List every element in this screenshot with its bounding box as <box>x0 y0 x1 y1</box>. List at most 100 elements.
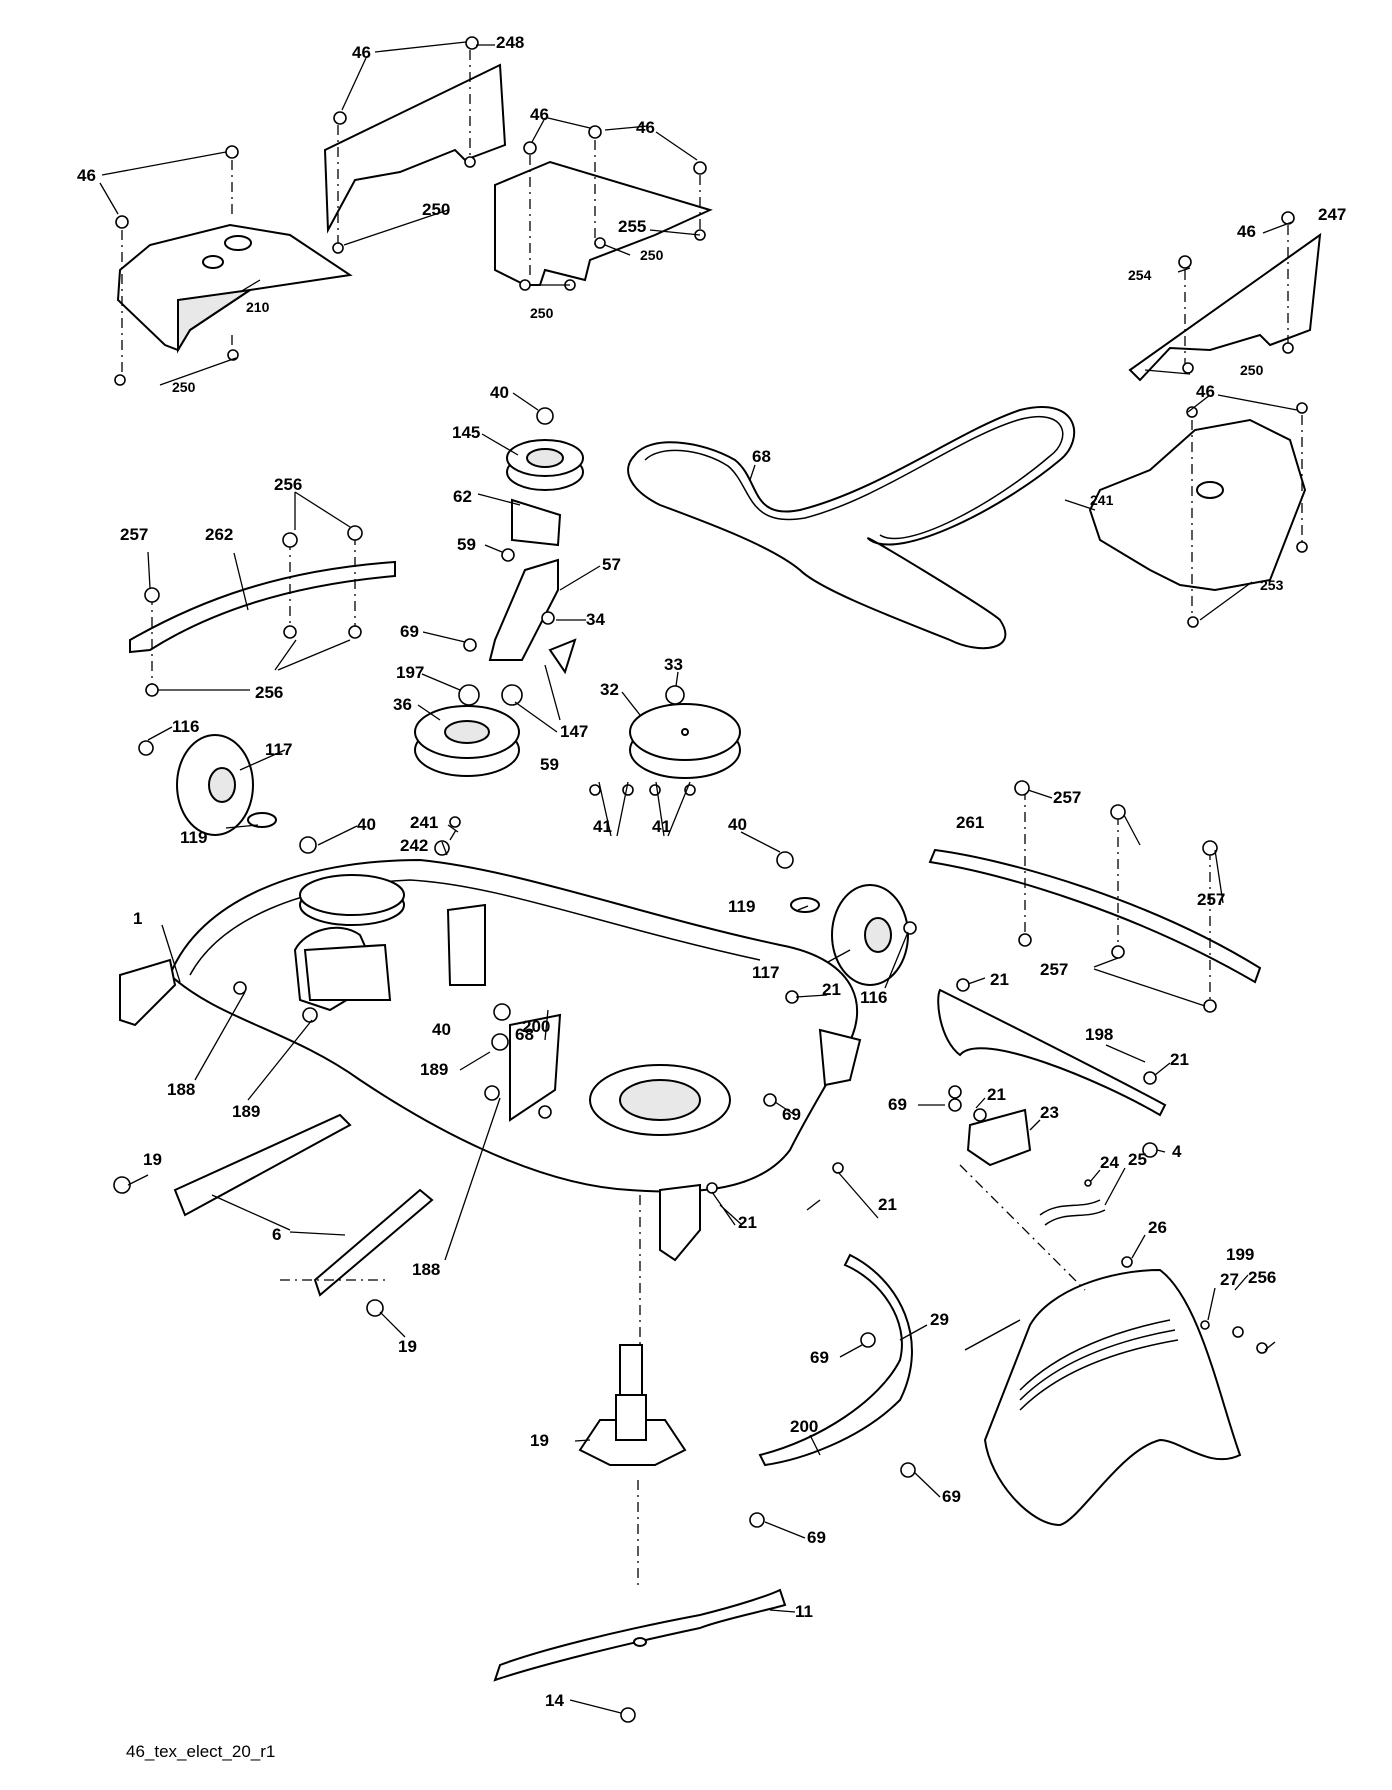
callout-label: 257 <box>120 525 148 544</box>
callout-label: 117 <box>265 740 292 759</box>
callout-label: 257 <box>1053 788 1081 807</box>
callout-label: 188 <box>412 1260 440 1279</box>
callout-label: 27 <box>1220 1270 1239 1289</box>
guard-plate-254 <box>494 140 713 286</box>
right-deck-cover <box>1088 415 1307 620</box>
left-deck-cover <box>116 160 353 372</box>
callout-label: 257 <box>1197 890 1225 909</box>
guard-plate-247 <box>1128 225 1322 382</box>
callout-label: 19 <box>530 1431 549 1450</box>
callout-label: 117 <box>752 963 779 982</box>
discharge-chute <box>983 1268 1242 1527</box>
callout-label: 253 <box>1260 577 1284 593</box>
callout-label: 69 <box>888 1095 907 1114</box>
callout-label: 19 <box>143 1150 162 1169</box>
callout-label: 69 <box>400 622 419 641</box>
callout-label: 241 <box>1090 492 1114 508</box>
callout-label: 210 <box>246 299 270 315</box>
hinge-rod <box>964 1319 1021 1351</box>
callout-label: 21 <box>822 980 841 999</box>
stabilizer-bar-262 <box>129 535 396 690</box>
callout-label: 256 <box>1248 1268 1276 1287</box>
idler-arm <box>488 498 577 675</box>
callout-label: 21 <box>878 1195 897 1214</box>
callout-label: 36 <box>393 695 412 714</box>
callout-labels: 46 248 46 250 46 46 255 250 250 210 250 … <box>77 33 1346 1710</box>
pulley-36 <box>414 705 520 777</box>
callout-label: 29 <box>930 1310 949 1329</box>
callout-label: 25 <box>1128 1150 1147 1169</box>
callout-label: 34 <box>586 610 605 629</box>
callout-label: 69 <box>807 1528 826 1547</box>
callout-label: 62 <box>453 487 472 506</box>
pulley-32 <box>629 703 741 779</box>
callout-label: 116 <box>860 988 887 1007</box>
callout-label: 46 <box>530 105 549 124</box>
spindle-assembly <box>578 1195 687 1590</box>
callout-label: 250 <box>530 305 554 321</box>
callout-label: 24 <box>1100 1153 1119 1172</box>
hardware <box>113 36 1308 1723</box>
leader-lines <box>99 41 1298 1714</box>
deck-mounting-bracket <box>173 1113 434 1297</box>
hinge-bracket <box>959 1108 1106 1291</box>
deflector-199 <box>758 1253 913 1467</box>
callout-label: 1 <box>133 909 142 928</box>
callout-label: 69 <box>782 1105 801 1124</box>
callout-label: 59 <box>540 755 559 774</box>
callout-label: 59 <box>457 535 476 554</box>
callout-label: 250 <box>1240 362 1264 378</box>
callout-label: 200 <box>790 1417 818 1436</box>
callout-label: 40 <box>728 815 747 834</box>
callout-label: 21 <box>1170 1050 1189 1069</box>
callout-label: 69 <box>810 1348 829 1367</box>
callout-label: 14 <box>545 1691 564 1710</box>
callout-label: 40 <box>432 1020 451 1039</box>
callout-label: 250 <box>172 379 196 395</box>
drive-belt <box>627 406 1076 650</box>
callout-label: 32 <box>600 680 619 699</box>
callout-label: 119 <box>728 897 755 916</box>
callout-label: 69 <box>942 1487 961 1506</box>
callout-label: 200 <box>522 1017 550 1036</box>
pulley-145 <box>506 439 584 491</box>
chute-deflector <box>937 988 1167 1117</box>
callout-label: 57 <box>602 555 621 574</box>
callout-label: 145 <box>452 423 480 442</box>
cutting-blade <box>493 1588 787 1682</box>
callout-label: 46 <box>1196 382 1215 401</box>
callout-label: 23 <box>1040 1103 1059 1122</box>
callout-label: 68 <box>515 1025 534 1044</box>
callout-label: 250 <box>422 200 450 219</box>
callout-label: 188 <box>167 1080 195 1099</box>
callout-label: 41 <box>652 817 671 836</box>
callout-label: 46 <box>636 118 655 137</box>
gauge-wheel-left <box>176 734 277 836</box>
callout-label: 199 <box>1226 1245 1254 1264</box>
callout-label: 41 <box>593 817 612 836</box>
callout-label: 119 <box>180 828 207 847</box>
callout-label: 19 <box>398 1337 417 1356</box>
diagram-id-caption: 46_tex_elect_20_r1 <box>126 1742 276 1761</box>
callout-label: 147 <box>560 722 588 741</box>
mower-deck-housing <box>119 858 862 1262</box>
callout-label: 256 <box>274 475 302 494</box>
callout-label: 116 <box>172 717 199 736</box>
callout-label: 250 <box>640 247 664 263</box>
callout-label: 26 <box>1148 1218 1167 1237</box>
callout-label: 247 <box>1318 205 1346 224</box>
guard-plate-248 <box>323 50 507 245</box>
callout-label: 40 <box>357 815 376 834</box>
gauge-wheel-right <box>790 884 909 986</box>
callout-label: 40 <box>490 383 509 402</box>
callout-label: 46 <box>1237 222 1256 241</box>
callout-label: 6 <box>272 1225 281 1244</box>
callout-label: 46 <box>77 166 96 185</box>
callout-label: 261 <box>956 813 984 832</box>
callout-label: 257 <box>1040 960 1068 979</box>
callout-label: 68 <box>752 447 771 466</box>
callout-label: 189 <box>420 1060 448 1079</box>
callout-label: 262 <box>205 525 233 544</box>
callout-label: 189 <box>232 1102 260 1121</box>
